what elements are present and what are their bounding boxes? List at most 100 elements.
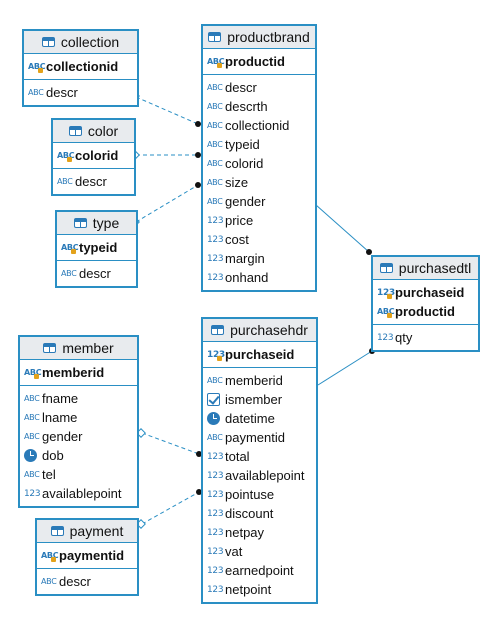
column-name: productid (395, 304, 455, 319)
numeric-type-icon: 123 (207, 272, 224, 283)
column-row[interactable]: datetime (203, 409, 316, 428)
column-name: lname (42, 410, 78, 425)
string-key-type-icon: ABC (61, 243, 79, 254)
string-key-type-icon: ABC (28, 62, 46, 73)
entity-header[interactable]: purchasedtl (373, 257, 478, 280)
string-type-icon: ABC (207, 140, 223, 149)
table-icon (41, 37, 55, 47)
column-row[interactable]: dob (20, 446, 137, 465)
column-name: vat (225, 544, 243, 559)
column-name: descr (79, 266, 111, 281)
column-row[interactable]: ismember (203, 390, 316, 409)
string-type-icon: ABC (207, 376, 223, 385)
column-name: colorid (75, 148, 119, 163)
string-type-icon: ABC (28, 88, 44, 97)
column-name: cost (225, 232, 249, 247)
column-name: availablepoint (225, 468, 305, 483)
table-icon (50, 526, 64, 536)
rel-purchasehdr-purchasedtl (317, 350, 373, 386)
entity-title: member (62, 340, 114, 356)
entity-header[interactable]: type (57, 212, 136, 235)
entity-header[interactable]: productbrand (203, 26, 315, 49)
entity-title: color (87, 123, 119, 139)
table-icon (73, 218, 87, 228)
entity-header[interactable]: purchasehdr (203, 319, 316, 342)
column-name: ismember (225, 392, 283, 407)
column-name: earnedpoint (225, 563, 294, 578)
string-type-icon: ABC (207, 102, 223, 111)
numeric-type-icon: 123 (207, 584, 224, 595)
entity-header[interactable]: collection (24, 31, 137, 54)
column-name: gender (42, 429, 83, 444)
entity-header[interactable]: color (53, 120, 134, 143)
string-key-type-icon: ABC (377, 307, 395, 318)
table-icon (379, 263, 393, 273)
rel-type-productbrand (135, 184, 199, 223)
entity-title: purchasehdr (230, 322, 308, 338)
column-name: paymentid (59, 548, 125, 563)
entity-header[interactable]: member (20, 337, 137, 360)
numeric-type-icon: 123 (207, 470, 224, 481)
column-name: margin (225, 251, 265, 266)
entity-title: collection (60, 34, 120, 50)
column-name: memberid (225, 373, 283, 388)
string-type-icon: ABC (207, 121, 223, 130)
table-icon (208, 32, 222, 42)
dot-typeid (195, 182, 201, 188)
string-type-icon: ABC (24, 470, 40, 479)
entity-header[interactable]: payment (37, 520, 137, 543)
